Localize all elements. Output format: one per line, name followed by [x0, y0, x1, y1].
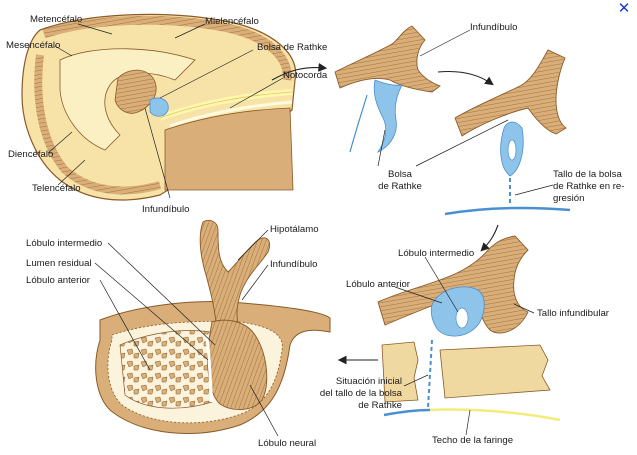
- notochord-band-lower: [169, 100, 293, 128]
- pharynx-roof-c: [444, 206, 571, 216]
- label-tallo-infundibular: Tallo infundibular: [537, 308, 610, 319]
- label-infundibulo-e: Infundíbulo: [270, 259, 317, 270]
- label-lobulo-intermedio-d: Lóbulo intermedio: [398, 248, 474, 259]
- diencephalon-region: [59, 48, 196, 151]
- label-situacion-line3: de Rathke: [358, 400, 402, 411]
- rathke-pouch-small: [149, 97, 169, 117]
- arrow-b-to-c: [437, 70, 494, 86]
- label-metencefalo: Metencéfalo: [30, 14, 82, 25]
- hypothalamus-stalk: [199, 219, 270, 331]
- panel-c-pouch-detaching: Tallo de la bolsa de Rathke en re- gresi…: [444, 49, 624, 216]
- label-lobulo-neural: Lóbulo neural: [258, 438, 316, 449]
- label-situacion-line2: del tallo de la bolsa: [320, 388, 403, 399]
- pharynx-roof-yellow-d: [429, 408, 561, 422]
- anterior-lobe-cells: [119, 330, 213, 409]
- arrow-a-to-b: [271, 62, 328, 81]
- brain-striped-rim: [42, 15, 292, 81]
- label-tallo-c-line3: gresión: [553, 193, 584, 204]
- panel-b-early-pouch: Infundíbulo Bolsa de Rathke: [334, 22, 517, 192]
- label-situacion-line1: Situación inicial: [336, 376, 402, 387]
- pharynx-floor: [164, 107, 294, 191]
- infundibulum-band-b: [334, 25, 441, 93]
- label-lobulo-anterior-d: Lóbulo anterior: [346, 279, 411, 290]
- label-techo-faringe: Techo de la faringe: [432, 435, 513, 446]
- label-bolsa-b-line1: Bolsa: [388, 169, 413, 180]
- label-hipotalamo: Hipotálamo: [270, 224, 319, 235]
- initial-stalk-d: [427, 339, 433, 409]
- label-mesencefalo: Mesencéfalo: [6, 40, 60, 51]
- label-mielencefalo: Mielencéfalo: [205, 16, 259, 27]
- label-lumen-residual: Lumen residual: [26, 258, 92, 269]
- cross-section-right: [439, 344, 551, 399]
- label-telencefalo: Telencéfalo: [32, 183, 81, 194]
- label-bolsa-b-line2: de Rathke: [378, 181, 422, 192]
- label-infundibulo-b: Infundíbulo: [470, 22, 517, 33]
- label-bolsa-rathke-a: Bolsa de Rathke: [257, 42, 327, 53]
- label-lobulo-anterior-e: Lóbulo anterior: [26, 275, 91, 286]
- panel-a-embryo-brain: Metencéfalo Mielencéfalo Mesencéfalo Bol…: [6, 13, 328, 215]
- label-notocorda: Notocorda: [283, 70, 328, 81]
- pharynx-roof-blue-d: [383, 408, 431, 417]
- cross-section-left: [381, 341, 419, 403]
- label-tallo-c-line2: de Rathke en re-: [553, 181, 624, 192]
- label-tallo-c-line1: Tallo de la bolsa: [553, 169, 622, 180]
- label-lobulo-intermedio-e: Lóbulo intermedio: [26, 238, 102, 249]
- arrow-c-to-d: [480, 224, 499, 252]
- rathke-pouch-b: [373, 79, 403, 154]
- residual-lumen: [205, 337, 214, 403]
- label-infundibulo-a: Infundíbulo: [142, 204, 189, 215]
- close-button[interactable]: ✕: [617, 0, 631, 17]
- panel-d-lobes-forming: Lóbulo intermedio Lóbulo anterior Tallo …: [320, 235, 610, 446]
- panel-e-mature-pituitary: Hipotálamo Lóbulo intermedio Infundíbulo…: [26, 219, 331, 449]
- brain-inner-rim: [34, 54, 162, 195]
- infundibulum-band-c: [454, 49, 567, 137]
- label-diencefalo: Diencéfalo: [8, 149, 53, 160]
